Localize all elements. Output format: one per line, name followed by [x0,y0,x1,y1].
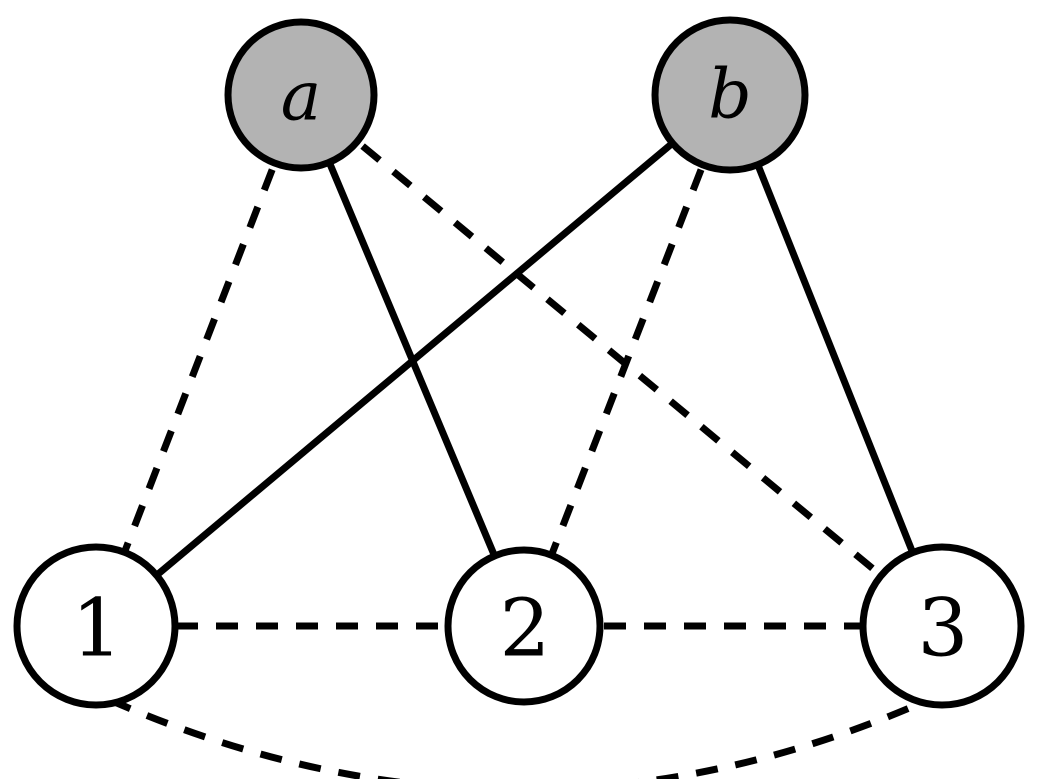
node-a-circle[interactable] [224,18,378,172]
node-3-circle[interactable] [859,543,1025,709]
edge-b-1 [93,92,733,629]
node-layer: a b 1 2 3 [13,16,1025,709]
edge-b-2 [520,93,734,628]
node-b[interactable]: b [651,16,809,174]
node-a-label: a [281,58,322,137]
node-2-circle[interactable] [444,546,604,706]
node-2-label: 2 [500,582,551,675]
edge-a-3 [298,92,945,629]
node-a[interactable]: a [224,18,378,172]
node-1[interactable]: 1 [13,543,179,709]
node-b-circle[interactable] [651,16,809,174]
edge-1-3-curved [108,696,930,779]
node-b-label: b [708,56,752,135]
node-1-label: 1 [72,582,123,675]
edge-a-1 [92,93,305,628]
node-2[interactable]: 2 [444,546,604,706]
node-3-label: 3 [918,582,969,675]
node-3[interactable]: 3 [859,543,1025,709]
edge-b-3 [726,93,946,628]
node-1-circle[interactable] [13,543,179,709]
edge-layer [92,92,946,779]
